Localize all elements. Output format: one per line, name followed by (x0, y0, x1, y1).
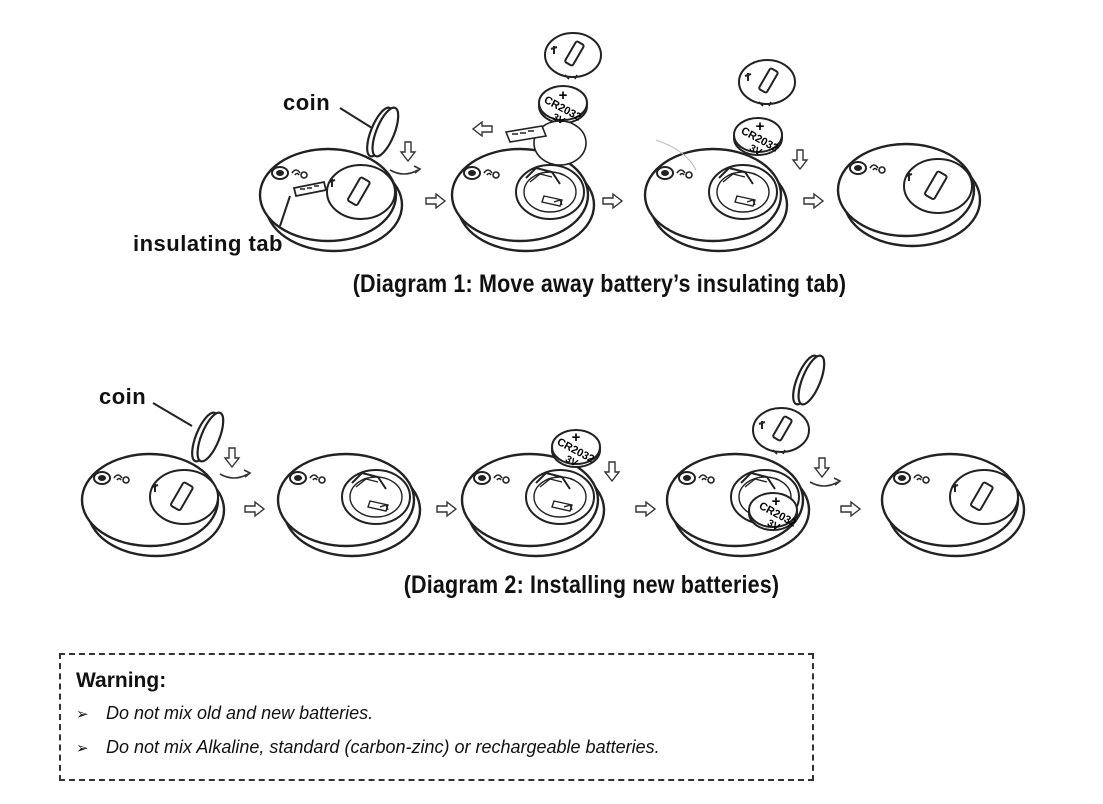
diagram1-step3 (643, 59, 808, 253)
down-arrow-icon (400, 141, 416, 162)
insulating-tab-label: insulating tab (133, 231, 283, 256)
battery-voltage-label: 3V (550, 112, 566, 128)
tab-leader-line (279, 195, 291, 227)
down-arrow-icon (814, 457, 830, 478)
diagram2-step3 (460, 429, 620, 558)
coin-label: coin (99, 384, 147, 409)
battery-plus-label: + (756, 118, 765, 135)
down-arrow-icon (224, 447, 240, 468)
left-arrow-icon (471, 120, 493, 138)
rotate-arrow-icon (389, 165, 421, 175)
warning-box: Warning: ➢ Do not mix old and new batteri… (59, 653, 814, 781)
battery-voltage-label: 3V (563, 454, 579, 470)
diagram2-step4 (665, 351, 841, 558)
warning-title: Warning: (76, 669, 167, 692)
battery-plus-label: + (772, 493, 781, 510)
diagram1-step1 (258, 103, 421, 253)
bullet-arrow-icon: ➢ (76, 740, 89, 757)
rotate-arrow-icon (219, 469, 251, 479)
coin-icon (360, 103, 405, 161)
diagram2-caption: (Diagram 2: Installing new batteries) (403, 571, 780, 599)
step-arrow-icon (840, 501, 861, 517)
battery-voltage-label: 3V (765, 518, 781, 534)
battery-plus-label: + (572, 429, 581, 446)
coin-leader-line (339, 107, 373, 129)
diagram1-step4 (836, 142, 982, 248)
diagram2-step2 (276, 452, 422, 558)
warning-item-text: Do not mix Alkaline, standard (carbon-zi… (106, 737, 660, 757)
step-arrow-icon (803, 193, 824, 209)
cover-icon (738, 59, 796, 107)
battery-plus-label: + (559, 87, 568, 104)
down-arrow-icon (604, 461, 620, 482)
removed-cover-icon (544, 32, 602, 80)
step-arrow-icon (436, 501, 457, 517)
warning-item: ➢ Do not mix old and new batteries. (76, 703, 373, 724)
cover-icon (752, 407, 810, 455)
diagram1-caption: (Diagram 1: Move away battery’s insulati… (352, 270, 847, 298)
warning-item-text: Do not mix old and new batteries. (106, 703, 374, 723)
coin-icon (185, 408, 230, 466)
diagram2-step5 (880, 452, 1026, 558)
coin-icon (786, 351, 831, 409)
coin-leader-line (152, 402, 193, 427)
battery-voltage-label: 3V (747, 143, 763, 159)
step-arrow-icon (244, 501, 265, 517)
down-arrow-icon (792, 149, 808, 170)
step-arrow-icon (635, 501, 656, 517)
bullet-arrow-icon: ➢ (76, 706, 89, 723)
step-arrow-icon (425, 193, 446, 209)
coin-label: coin (283, 90, 331, 115)
step-arrow-icon (602, 193, 623, 209)
warning-item: ➢ Do not mix Alkaline, standard (carbon-z… (76, 737, 660, 758)
diagram2-step1 (80, 402, 251, 558)
diagram1-step2 (450, 32, 602, 253)
rotate-arrow-icon (809, 477, 841, 487)
